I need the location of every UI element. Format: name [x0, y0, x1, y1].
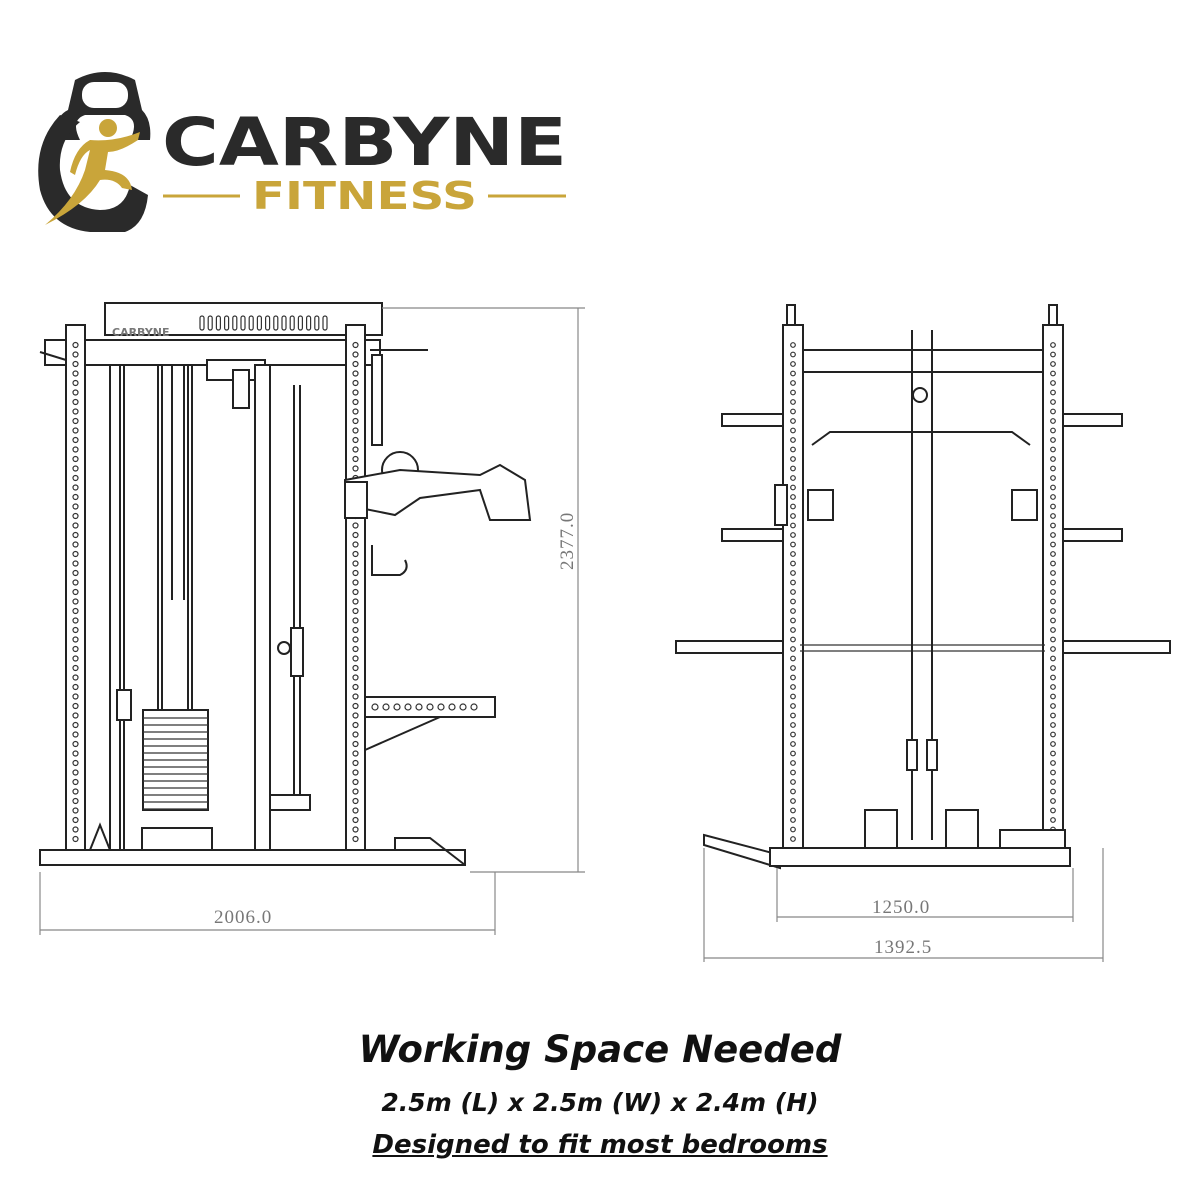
panel-logo: CARBYNE — [112, 326, 170, 339]
top-brand-panel — [104, 302, 383, 336]
carbyne-fitness-logo: CARBYNE FITNESS — [38, 72, 567, 232]
brand-name: CARBYNE — [162, 104, 567, 181]
height-dimension: 2377.0 — [557, 512, 578, 570]
top-crossbar — [799, 349, 1046, 373]
length-dimension: 2006.0 — [214, 907, 272, 928]
rack-dimension-drawing: CARBYNE — [39, 302, 1171, 962]
inner-width-dimension: 1250.0 — [872, 897, 930, 918]
caption-note: Designed to fit most bedrooms — [372, 1130, 828, 1160]
base-frame — [769, 847, 1071, 867]
lat-bar — [811, 431, 1031, 446]
spotter-arm — [364, 696, 496, 718]
center-post — [254, 364, 271, 851]
caption-title: Working Space Needed — [358, 1028, 842, 1071]
kettlebell-icon — [38, 72, 151, 232]
base-frame — [39, 849, 466, 866]
caption-dimensions: 2.5m (L) x 2.5m (W) x 2.4m (H) — [381, 1088, 819, 1117]
adjustable-arm — [344, 463, 532, 521]
front-view: 1250.0 1392.5 — [675, 304, 1171, 962]
runner-figure-icon — [45, 119, 140, 225]
brand-tagline: FITNESS — [252, 174, 477, 218]
side-view: CARBYNE — [39, 302, 585, 935]
outer-width-dimension: 1392.5 — [874, 937, 932, 958]
